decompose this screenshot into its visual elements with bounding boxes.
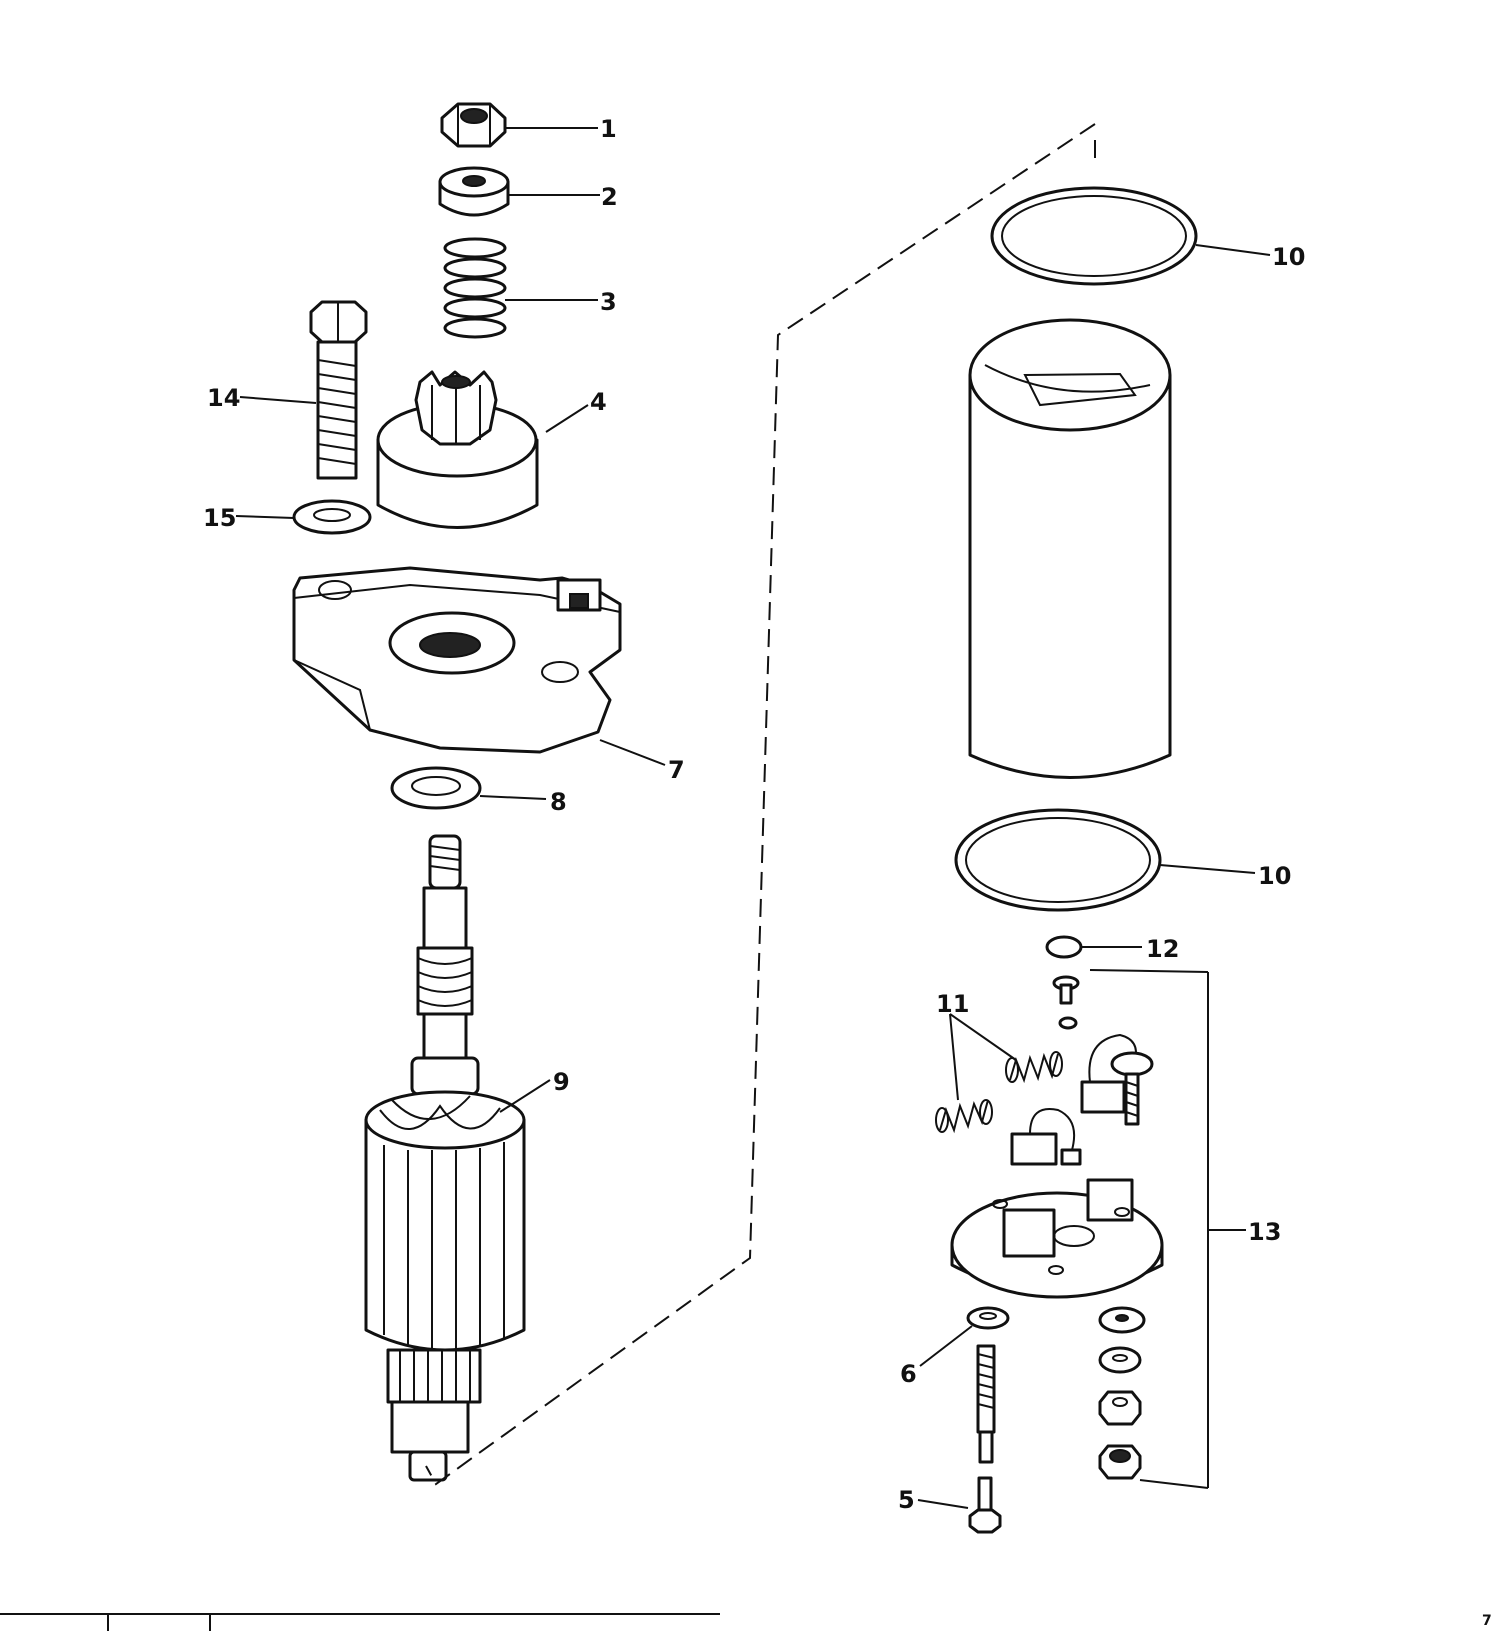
- callout-4: 4: [590, 388, 607, 416]
- through-bolt-washer-part: [966, 1306, 1010, 1330]
- title-block-border: [0, 1613, 720, 1631]
- callout-7: 7: [668, 756, 685, 784]
- o-ring-upper-part: [990, 186, 1198, 286]
- screw-part: [968, 1476, 1002, 1534]
- terminal-hardware-stack-part: [1098, 1306, 1146, 1480]
- callout-10-upper: 10: [1272, 243, 1305, 271]
- bolt-washer-part: [292, 499, 372, 535]
- callout-10-lower: 10: [1258, 862, 1291, 890]
- armature-part: [364, 834, 526, 1482]
- terminal-stud-part: [976, 1344, 996, 1464]
- brush-holder-part: [1010, 1033, 1154, 1166]
- thrust-washer-part: [390, 766, 482, 810]
- drive-pinion-part: [376, 370, 539, 529]
- hex-nut-part: [440, 102, 507, 148]
- assembly-dashed-outline: [425, 123, 1096, 1486]
- callout-13: 13: [1248, 1218, 1281, 1246]
- callout-15: 15: [203, 504, 236, 532]
- callout-14: 14: [207, 384, 240, 412]
- o-ring-lower-part: [954, 808, 1162, 912]
- brush-spring-upper-part: [1005, 1051, 1063, 1084]
- callout-1: 1: [600, 115, 617, 143]
- callout-2: 2: [601, 183, 618, 211]
- field-frame-housing-part: [968, 318, 1172, 779]
- mounting-bolt-part: [309, 300, 368, 480]
- callout-6: 6: [900, 1360, 917, 1388]
- callout-3: 3: [600, 288, 617, 316]
- callout-8: 8: [550, 788, 567, 816]
- callout-12: 12: [1146, 935, 1179, 963]
- drive-end-frame-part: [292, 566, 622, 754]
- spacer-part: [438, 166, 510, 217]
- brush-screw-part: [1052, 975, 1080, 1030]
- callout-9: 9: [553, 1068, 570, 1096]
- commutator-end-plate-part: [950, 1178, 1164, 1299]
- brush-spring-lower-part: [935, 1099, 993, 1134]
- leader-lines: [235, 127, 1271, 1509]
- cap-plug-part: [1045, 935, 1083, 959]
- spring-part: [443, 237, 507, 339]
- callout-5: 5: [898, 1486, 915, 1514]
- corner-mark: 7: [1482, 1613, 1492, 1629]
- callout-11: 11: [936, 990, 969, 1018]
